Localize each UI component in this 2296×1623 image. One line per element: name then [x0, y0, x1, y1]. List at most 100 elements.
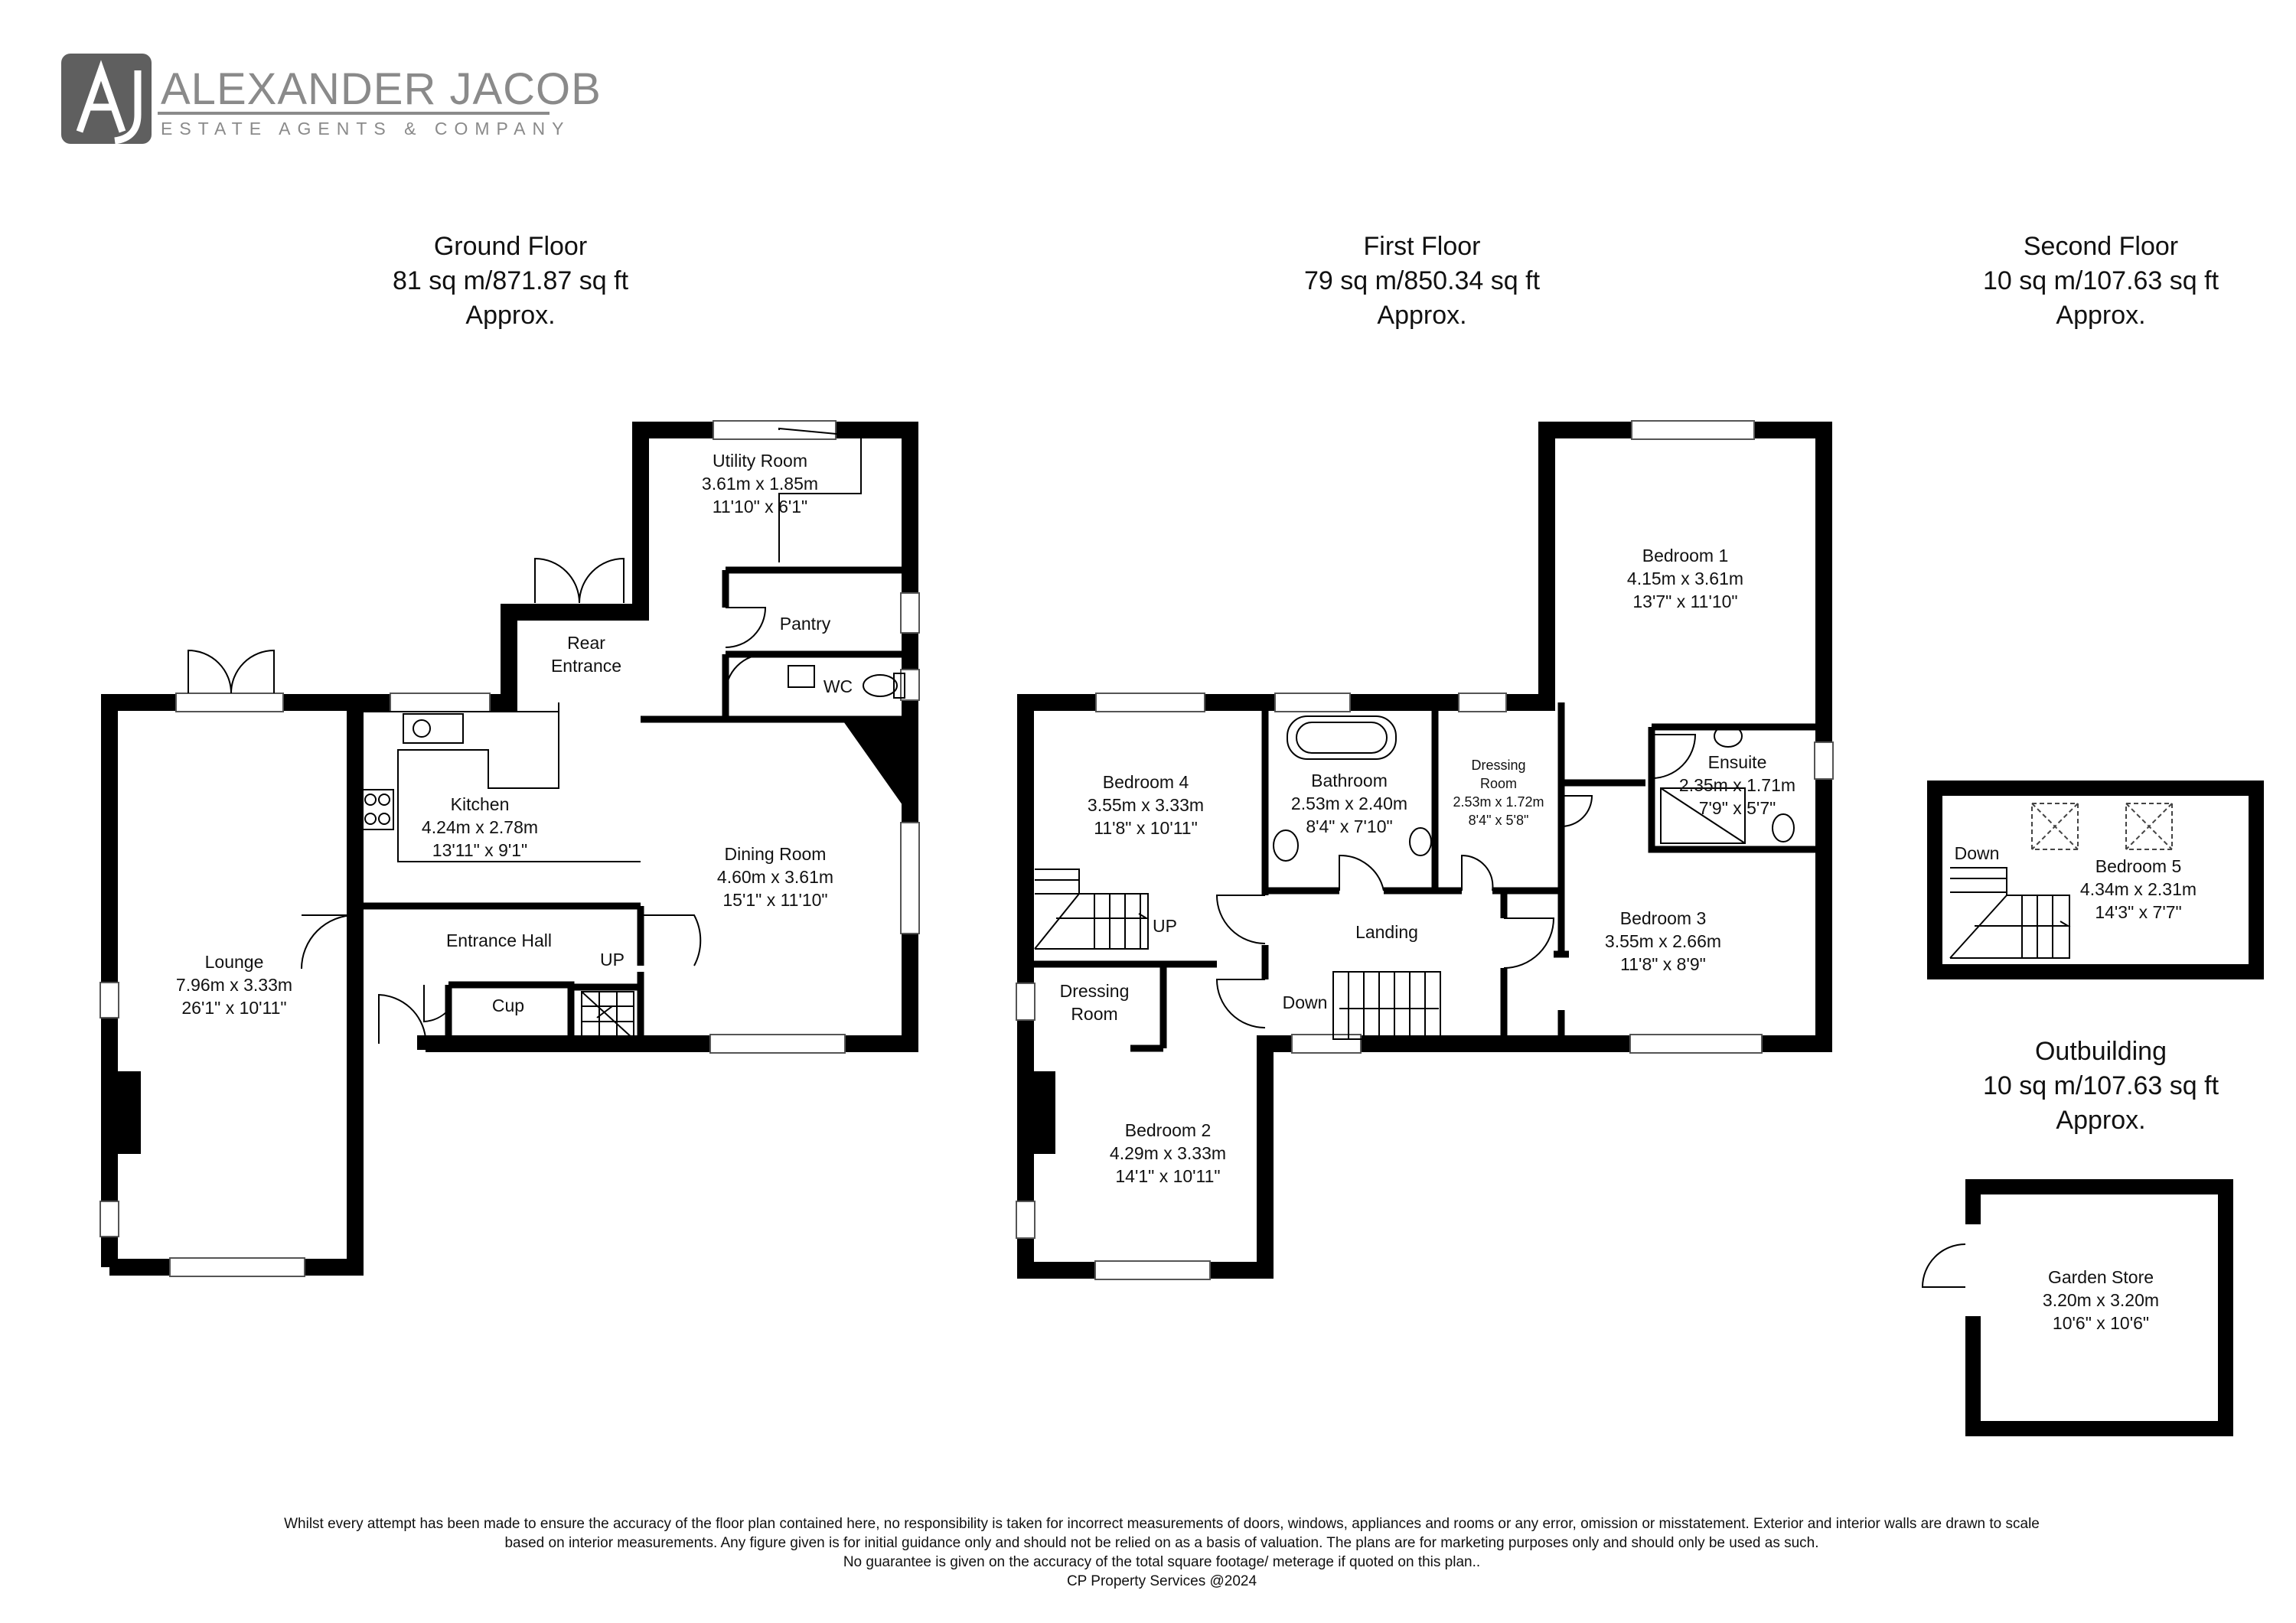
- room-dimensions-imperial: 8'4" x 5'8": [1469, 813, 1529, 828]
- washbasin-icon: [1714, 725, 1743, 748]
- skylight-icon: [2031, 803, 2079, 850]
- french-door-icon: [534, 557, 580, 604]
- room-dimensions-metric: 4.24m x 2.78m: [422, 817, 538, 837]
- window: [1095, 693, 1205, 712]
- room-dimensions-imperial: 15'1" x 11'10": [722, 890, 827, 910]
- door-swing-icon: [423, 985, 449, 1023]
- floor-area: 81 sq m/871.87 sq ft: [393, 266, 629, 295]
- door-swing-icon: [1921, 1243, 1966, 1288]
- door-swing-icon: [1503, 917, 1555, 969]
- window: [390, 693, 491, 712]
- room-name: Room: [1071, 1004, 1117, 1024]
- window: [1291, 1034, 1362, 1054]
- second-floor-stairs: [1949, 867, 2071, 959]
- room-name: Dressing: [1471, 758, 1525, 773]
- hob-icon: [360, 789, 394, 830]
- wc-fittings: [788, 665, 905, 699]
- room-dimensions-metric: 3.61m x 1.85m: [702, 474, 818, 494]
- room-name: Pantry: [780, 614, 831, 634]
- room-dimensions-imperial: 11'8" x 10'11": [1094, 818, 1198, 838]
- chimney-breast-icon: [842, 719, 910, 816]
- room-name: Entrance Hall: [446, 930, 552, 950]
- stairs-label: UP: [600, 950, 625, 970]
- door-swing-icon: [1561, 795, 1593, 827]
- room-dimensions-metric: 7.96m x 3.33m: [176, 975, 292, 995]
- door-swing-icon: [1651, 734, 1697, 779]
- logo-monogram-a-icon: [76, 60, 126, 133]
- second-floor-plan: Down Bedroom 5 4.34m x 2.31m 14'3" x 7'7…: [1927, 781, 2264, 979]
- ground-floor-plan: Utility Room 3.61m x 1.85m 11'10" x 6'1"…: [99, 420, 920, 1277]
- toilet-icon: [1273, 829, 1299, 862]
- room-dimensions-metric: 4.15m x 3.61m: [1627, 569, 1743, 588]
- room-name: Lounge: [205, 952, 264, 972]
- door-swing-icon: [1461, 854, 1494, 891]
- room-name: Bedroom 1: [1642, 546, 1729, 565]
- sink-bowl-icon: [413, 719, 431, 738]
- floor-approx: Approx.: [2056, 301, 2145, 330]
- logo-monogram-j-icon: [114, 70, 142, 145]
- skylight-icon: [2125, 803, 2173, 850]
- brand-logo: ALEXANDER JACOB ESTATE AGENTS & COMPANY: [61, 54, 602, 145]
- room-dimensions-metric: 3.55m x 3.33m: [1088, 795, 1204, 815]
- window: [1458, 693, 1507, 712]
- french-door-icon: [230, 649, 275, 694]
- room-dimensions-imperial: 11'8" x 8'9": [1620, 954, 1706, 974]
- disclaimer-line: Whilst every attempt has been made to en…: [284, 1516, 2040, 1532]
- floor-name: First Floor: [1364, 232, 1481, 261]
- floor-area: 79 sq m/850.34 sq ft: [1304, 266, 1541, 295]
- room-dimensions-imperial: 13'7" x 11'10": [1632, 592, 1737, 611]
- stairs-arrow-icon: [1975, 921, 2071, 927]
- room-dimensions-imperial: 14'1" x 10'11": [1115, 1166, 1220, 1186]
- room-dimensions-metric: 3.20m x 3.20m: [2043, 1290, 2159, 1310]
- ground-floor-doors: [188, 427, 862, 1044]
- room-name: Landing: [1355, 922, 1418, 942]
- brand-tagline: ESTATE AGENTS & COMPANY: [161, 119, 570, 139]
- window: [1814, 741, 1834, 780]
- window: [900, 592, 920, 634]
- ground-floor-interior-walls: [351, 566, 910, 1050]
- room-name: Bedroom 4: [1103, 772, 1189, 792]
- room-name: Kitchen: [451, 794, 510, 814]
- first-floor-interior-walls: [1026, 702, 1824, 1052]
- room-name: Garden Store: [2048, 1267, 2154, 1287]
- first-floor-title: First Floor 79 sq m/850.34 sq ft Approx.: [1304, 232, 1541, 330]
- disclaimer-line: No guarantee is given on the accuracy of…: [843, 1554, 1480, 1570]
- room-dimensions-metric: 4.34m x 2.31m: [2080, 879, 2197, 899]
- stairs-label: Down: [1283, 992, 1328, 1012]
- room-dimensions-metric: 4.60m x 3.61m: [717, 867, 833, 887]
- floor-area: 10 sq m/107.63 sq ft: [1983, 266, 2219, 295]
- bath-icon: [1287, 715, 1397, 760]
- door-swing-icon: [1215, 895, 1266, 944]
- window: [1016, 983, 1035, 1021]
- outbuilding-plan: Garden Store 3.20m x 3.20m 10'6" x 10'6": [1921, 1179, 2233, 1436]
- window: [99, 982, 119, 1018]
- ground-floor-title: Ground Floor 81 sq m/871.87 sq ft Approx…: [393, 232, 629, 330]
- room-name: Room: [1480, 776, 1517, 791]
- sink-icon: [403, 713, 464, 744]
- first-floor-stairs-down: [1332, 971, 1441, 1040]
- door-swing-icon: [1339, 854, 1384, 891]
- bathroom-fittings: [1273, 715, 1795, 862]
- room-name: Entrance: [551, 656, 621, 676]
- floor-approx: Approx.: [2056, 1106, 2145, 1135]
- window: [169, 1257, 305, 1277]
- window: [175, 693, 284, 712]
- stairs-label: UP: [1153, 916, 1177, 936]
- credit-line: CP Property Services @2024: [1067, 1573, 1257, 1589]
- room-dimensions-imperial: 26'1" x 10'11": [181, 998, 286, 1018]
- room-name: Bedroom 3: [1620, 908, 1707, 928]
- room-name: Rear: [567, 633, 605, 653]
- fireplace-icon: [118, 1071, 141, 1154]
- first-floor-stairs-up: [1034, 869, 1150, 950]
- window: [99, 1201, 119, 1237]
- outbuilding-title: Outbuilding 10 sq m/107.63 sq ft Approx.: [1983, 1037, 2219, 1135]
- room-dimensions-imperial: 14'3" x 7'7": [2095, 902, 2181, 922]
- room-name: Bathroom: [1311, 771, 1388, 790]
- first-floor-plan: Bedroom 1 4.15m x 3.61m 13'7" x 11'10" B…: [1016, 420, 1834, 1280]
- brand-name: ALEXANDER JACOB: [161, 64, 602, 114]
- floor-approx: Approx.: [465, 301, 555, 330]
- door-swing-icon: [725, 607, 767, 648]
- room-dimensions-imperial: 7'9" x 5'7": [1699, 798, 1776, 818]
- window: [900, 822, 920, 934]
